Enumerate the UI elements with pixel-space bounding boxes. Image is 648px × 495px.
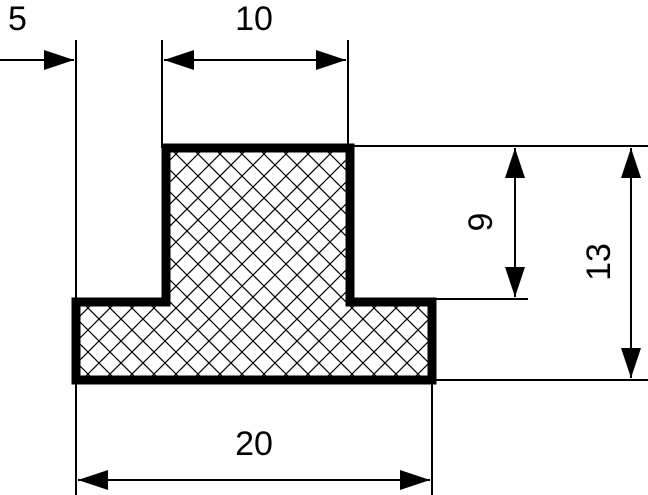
dimension-label-base-width: 20 (235, 425, 273, 463)
dimension-base-width: 20 (78, 425, 430, 490)
dimension-total-height: 13 (580, 148, 641, 378)
arrow-up-icon (505, 148, 525, 178)
arrow-left-icon (78, 470, 108, 490)
arrow-right-icon (44, 50, 74, 70)
dimension-offset-left: 5 (0, 0, 74, 70)
dimension-label-total-height: 13 (580, 243, 618, 281)
dimension-top-width: 10 (164, 0, 346, 70)
dimension-label-top-height: 9 (462, 213, 500, 232)
dimension-label-top-width: 10 (235, 0, 273, 38)
dimension-top-height: 9 (462, 148, 525, 297)
arrow-right-icon (316, 50, 346, 70)
profile-outline (71, 143, 437, 385)
arrow-left-icon (164, 50, 194, 70)
dimension-label-offset-left: 5 (8, 0, 27, 38)
arrow-up-icon (621, 148, 641, 178)
arrow-right-icon (400, 470, 430, 490)
arrow-down-icon (621, 348, 641, 378)
extension-lines (75, 40, 648, 495)
arrow-down-icon (505, 267, 525, 297)
